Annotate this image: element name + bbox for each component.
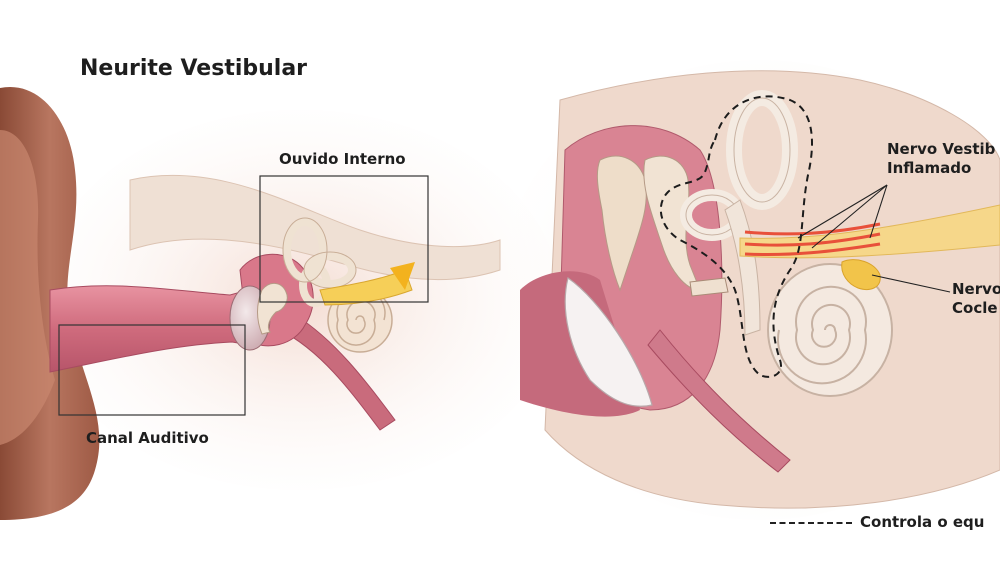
inflamed-nerve-fibers — [744, 222, 881, 257]
label-inflamed-nerve-line1: Nervo Vestib — [887, 140, 996, 158]
label-cochlear-nerve: Nervo Cocle — [952, 280, 1000, 318]
semicircular-canals-detail — [680, 90, 798, 336]
inner-ear-highlight-box — [259, 175, 429, 303]
pinna-inner-fold — [0, 130, 55, 445]
label-inner-ear: Ouvido Interno — [279, 150, 406, 168]
label-cochlear-nerve-line2: Cocle — [952, 299, 998, 317]
label-cochlear-nerve-line1: Nervo — [952, 280, 1000, 298]
legend-dashed-meaning: Controla o equ — [860, 513, 985, 531]
eardrum-detail — [564, 277, 653, 407]
ossicle-malleus — [596, 155, 647, 292]
semicircular-canals-left — [283, 218, 356, 307]
label-ear-canal: Canal Auditivo — [86, 429, 209, 447]
auditory-vestibular-nerve-left — [319, 269, 413, 306]
balance-organ-dashed-outline — [659, 95, 813, 378]
ossicles — [257, 283, 288, 335]
legend-dashed-line-swatch — [770, 522, 852, 524]
cochlear-nerve-node — [841, 259, 881, 290]
ossicle-incus — [643, 155, 701, 291]
diagram-title: Neurite Vestibular — [80, 56, 308, 81]
label-inflamed-nerve-line2: Inflamado — [887, 159, 972, 177]
ear-canal-highlight-box — [58, 324, 246, 416]
label-pointer-lines — [797, 184, 951, 293]
left-ear-overview — [0, 86, 560, 521]
label-inflamed-vestibular-nerve: Nervo Vestib Inflamado — [887, 140, 995, 178]
eustachian-tube — [279, 314, 396, 431]
ossicle-stapes — [689, 277, 729, 297]
eustachian-tube-detail — [647, 329, 791, 473]
cochlea-detail — [767, 263, 893, 397]
right-inner-ear-detail — [500, 60, 1000, 520]
